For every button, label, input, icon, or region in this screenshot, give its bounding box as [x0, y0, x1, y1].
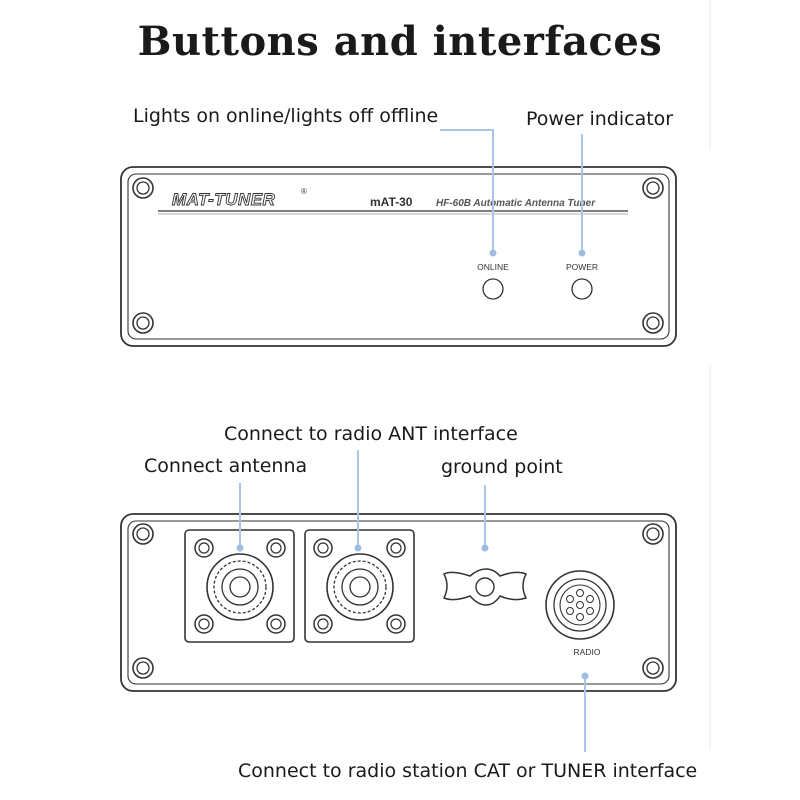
- rear-panel: RADIO: [120, 513, 677, 692]
- product-subtitle: HF-60B Automatic Antenna Tuner: [436, 198, 596, 209]
- front-screw-top-left: [132, 177, 154, 199]
- registered-mark: ®: [301, 187, 307, 196]
- callout-radio-ant: Connect to radio ANT interface: [224, 423, 518, 445]
- model-name: mAT-30: [370, 195, 413, 209]
- online-label: ONLINE: [477, 262, 509, 272]
- online-leader-dot: [489, 249, 497, 257]
- ground-leader-dot: [481, 544, 489, 552]
- power-leader-dot: [578, 249, 586, 257]
- callout-antenna: Connect antenna: [144, 455, 308, 477]
- brand-logo: MAT-TUNER: [172, 190, 276, 209]
- callout-ground: ground point: [441, 456, 563, 478]
- antenna-socket: [184, 529, 295, 643]
- front-panel: MAT-TUNER ® mAT-30 HF-60B Automatic Ante…: [120, 166, 677, 347]
- radio-connector: RADIO: [545, 570, 615, 657]
- radio-label: RADIO: [574, 647, 601, 657]
- rear-screw-top-left: [132, 523, 154, 545]
- ground-wing-nut: [442, 568, 528, 606]
- callout-online: Lights on online/lights off offline: [133, 105, 439, 127]
- antenna-leader-dot: [236, 544, 244, 552]
- rear-screw-bottom-left: [132, 657, 154, 679]
- callout-cat: Connect to radio station CAT or TUNER in…: [238, 760, 698, 782]
- front-screw-bottom-right: [642, 312, 664, 334]
- online-led: [482, 278, 504, 300]
- rear-screw-top-right: [642, 523, 664, 545]
- power-label: POWER: [566, 262, 598, 272]
- callout-power: Power indicator: [526, 108, 674, 130]
- rear-leaders: [236, 450, 589, 752]
- radio-ant-leader-dot: [354, 544, 362, 552]
- cat-leader-dot: [581, 672, 589, 680]
- front-screw-bottom-left: [132, 312, 154, 334]
- power-led: [571, 278, 593, 300]
- front-screw-top-right: [642, 177, 664, 199]
- page-title: Buttons and interfaces: [137, 18, 663, 65]
- front-leaders: [440, 129, 586, 257]
- radio-ant-socket: [304, 529, 415, 643]
- rear-screw-bottom-right: [642, 657, 664, 679]
